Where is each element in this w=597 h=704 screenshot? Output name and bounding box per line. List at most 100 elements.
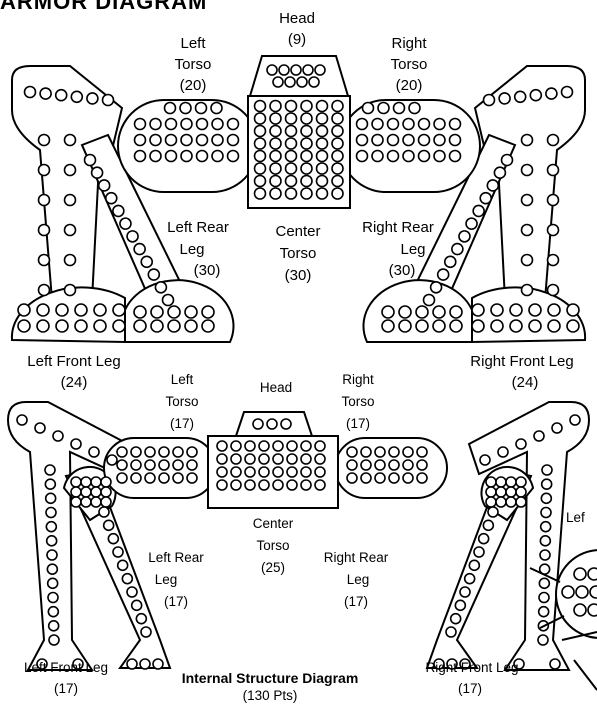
internal-right-torso-pip — [389, 460, 399, 470]
armor-right-front-leg-pip — [548, 320, 560, 332]
armor-right-torso-pip — [372, 119, 383, 130]
internal-center-torso-pip — [287, 441, 297, 451]
internal-left-rear-leg-pip — [71, 487, 81, 497]
armor-right-torso-label-2: Torso — [391, 56, 428, 73]
internal-left-torso-pip — [173, 460, 183, 470]
internal-right-rear-leg-pip — [446, 627, 456, 637]
internal-left-torso-pip — [159, 460, 169, 470]
armor-left-front-leg-pip — [65, 285, 76, 296]
armor-left-front-leg-pip — [25, 87, 36, 98]
armor-right-torso-pip — [450, 119, 461, 130]
armor-right-torso-pip — [403, 151, 414, 162]
internal-right-rear-leg-pip — [451, 614, 461, 624]
armor-left-rear-leg-pip — [141, 256, 152, 267]
internal-right-front-leg-pip — [541, 522, 551, 532]
armor-left-rear-leg-pip — [185, 320, 197, 332]
armor-left-rear-leg-pip — [134, 306, 146, 318]
armor-left-front-leg-pip — [94, 320, 106, 332]
internal-center-torso-pip — [301, 480, 311, 490]
armor-center-torso-pip — [270, 138, 281, 149]
internal-center-torso-pip — [231, 467, 241, 477]
armor-left-torso-pip — [212, 151, 223, 162]
internal-right-rear-leg-pip — [486, 487, 496, 497]
internal-left-rear-leg-pip — [71, 497, 81, 507]
armor-left-torso-pip — [166, 135, 177, 146]
armor-right-front-leg-pip — [567, 304, 579, 316]
internal-left-torso-pip — [117, 473, 127, 483]
internal-right-torso-pip — [347, 447, 357, 457]
armor-left-front-leg-pip — [65, 225, 76, 236]
armor-head-pip — [309, 77, 319, 87]
internal-center-torso-pip — [259, 441, 269, 451]
internal-right-front-leg-pip — [570, 415, 580, 425]
armor-center-torso-pip — [301, 126, 312, 137]
armor-right-torso-pip — [372, 151, 383, 162]
armor-head-pip — [297, 77, 307, 87]
armor-head — [250, 56, 348, 96]
internal-center-torso-pip — [259, 480, 269, 490]
armor-right-front-leg-pip — [499, 93, 510, 104]
armor-center-torso-pip — [286, 138, 297, 149]
armor-right-torso-label-1: Right — [391, 35, 427, 52]
armor-right-torso-pip — [378, 103, 389, 114]
internal-left-rear-leg-pip — [140, 659, 150, 669]
armor-left-front-leg-pip — [65, 135, 76, 146]
internal-left-front-leg-pip — [17, 415, 27, 425]
internal-head-pip — [267, 419, 277, 429]
armor-left-rear-leg-pip — [134, 244, 145, 255]
internal-left-front-leg-pip — [47, 550, 57, 560]
armor-left-torso-pip — [135, 151, 146, 162]
armor-head-pip — [273, 77, 283, 87]
internal-left-rear-leg-pip — [122, 574, 132, 584]
armor-head-pip — [291, 65, 301, 75]
internal-structure-points: (130 Pts) — [243, 688, 298, 703]
internal-center-torso-label-2: Torso — [256, 538, 289, 553]
armor-right-rear-leg-pip — [399, 320, 411, 332]
armor-center-torso-pip — [301, 163, 312, 174]
internal-head-pip — [253, 419, 263, 429]
armor-center-torso-pip — [255, 188, 266, 199]
armor-left-torso-pip — [211, 103, 222, 114]
armor-right-torso-pip — [419, 119, 430, 130]
internal-left-front-leg-pip — [49, 635, 59, 645]
internal-left-rear-leg-pip — [81, 487, 91, 497]
partial-pip — [576, 586, 588, 598]
armor-right-front-leg-pip — [548, 225, 559, 236]
internal-center-torso-pip — [315, 467, 325, 477]
armor-center-torso-pip — [317, 163, 328, 174]
armor-left-rear-leg-pip — [168, 306, 180, 318]
internal-right-torso-pip — [403, 447, 413, 457]
armor-right-front-leg-pip — [484, 95, 495, 106]
armor-right-front-leg-pip — [548, 285, 559, 296]
armor-left-front-leg-pip — [113, 304, 125, 316]
internal-center-torso-value: (25) — [261, 560, 285, 575]
armor-center-torso-pip — [332, 176, 343, 187]
armor-left-front-leg-pip — [18, 320, 30, 332]
armor-right-front-leg-pip — [491, 304, 503, 316]
armor-left-torso-pip — [150, 119, 161, 130]
armor-center-torso-pip — [255, 163, 266, 174]
armor-center-torso-pip — [301, 151, 312, 162]
internal-center-torso-pip — [245, 454, 255, 464]
internal-right-torso-pip — [375, 460, 385, 470]
internal-left-torso-pip — [117, 460, 127, 470]
internal-left-rear-leg-pip — [136, 614, 146, 624]
internal-center-torso-label-1: Center — [253, 516, 294, 531]
armor-center-torso-pip — [301, 101, 312, 112]
armor-left-torso-pip — [166, 151, 177, 162]
armor-left-front-leg-pip — [75, 304, 87, 316]
armor-right-torso-value: (20) — [396, 77, 423, 94]
internal-center-torso-pip — [259, 467, 269, 477]
internal-right-rear-leg-pip — [488, 507, 498, 517]
armor-right-rear-leg-pip — [399, 306, 411, 318]
armor-left-front-leg-pip — [56, 90, 67, 101]
internal-left-torso-pip — [131, 447, 141, 457]
armor-right-torso-pip — [388, 135, 399, 146]
internal-left-rear-leg-pip — [71, 477, 81, 487]
armor-right-front-leg-pip — [510, 304, 522, 316]
armor-center-torso-pip — [255, 138, 266, 149]
partial-pip — [574, 604, 586, 616]
armor-left-front-leg-pip — [113, 320, 125, 332]
internal-right-torso-pip — [417, 473, 427, 483]
armor-center-torso-value: (30) — [285, 267, 312, 284]
